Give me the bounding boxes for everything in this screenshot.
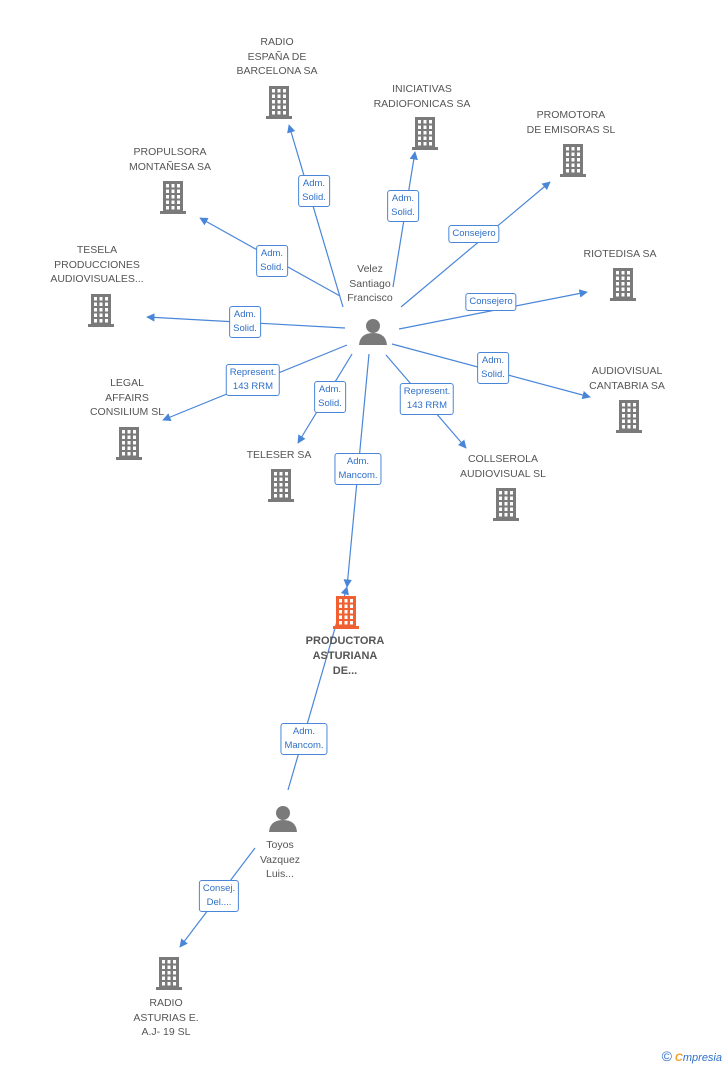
building-icon[interactable] bbox=[610, 268, 636, 301]
building-icon[interactable] bbox=[160, 181, 186, 214]
edge-label-iniciativas[interactable]: Adm.Solid. bbox=[387, 190, 419, 222]
edge-label-promotora[interactable]: Consejero bbox=[448, 225, 500, 243]
edge-label-legal_affairs[interactable]: Represent.143 RRM bbox=[225, 364, 281, 396]
node-label-riotedisa[interactable]: RIOTEDISA SA bbox=[583, 248, 657, 260]
building-icon[interactable] bbox=[333, 596, 359, 629]
building-icon[interactable] bbox=[560, 144, 586, 177]
edge-label-productora[interactable]: Adm.Mancom. bbox=[334, 453, 382, 485]
node-label-teleser[interactable]: TELESER SA bbox=[246, 449, 312, 461]
edge-label-tesela[interactable]: Adm.Solid. bbox=[229, 306, 261, 338]
building-icon[interactable] bbox=[493, 488, 519, 521]
person-icon[interactable] bbox=[359, 319, 387, 345]
building-icon[interactable] bbox=[266, 86, 292, 119]
edge-label-radio_espana[interactable]: Adm.Solid. bbox=[298, 175, 330, 207]
edge-label-teleser[interactable]: Adm.Solid. bbox=[314, 381, 346, 413]
edge-label-propulsora[interactable]: Adm.Solid. bbox=[256, 245, 288, 277]
edge-label-riotedisa[interactable]: Consejero bbox=[465, 293, 517, 311]
edge-velez-to-radio_espana bbox=[287, 124, 344, 308]
building-icon[interactable] bbox=[156, 957, 182, 990]
person-icon[interactable] bbox=[269, 806, 297, 832]
building-icon[interactable] bbox=[268, 469, 294, 502]
edge-label-productora[interactable]: Adm.Mancom. bbox=[280, 723, 328, 755]
edge-label-collserola[interactable]: Represent.143 RRM bbox=[399, 383, 455, 415]
building-icon[interactable] bbox=[616, 400, 642, 433]
copyright-icon: © bbox=[661, 1048, 672, 1064]
edge-velez-to-promotora bbox=[400, 181, 551, 308]
building-icon[interactable] bbox=[116, 427, 142, 460]
building-icon[interactable] bbox=[412, 117, 438, 150]
edge-label-audiovisual_cantabria[interactable]: Adm.Solid. bbox=[477, 352, 509, 384]
edge-label-radio_asturias[interactable]: Consej.Del.... bbox=[198, 880, 240, 912]
building-icon[interactable] bbox=[88, 294, 114, 327]
brand-logo: ©Cmpresia bbox=[661, 1048, 722, 1064]
